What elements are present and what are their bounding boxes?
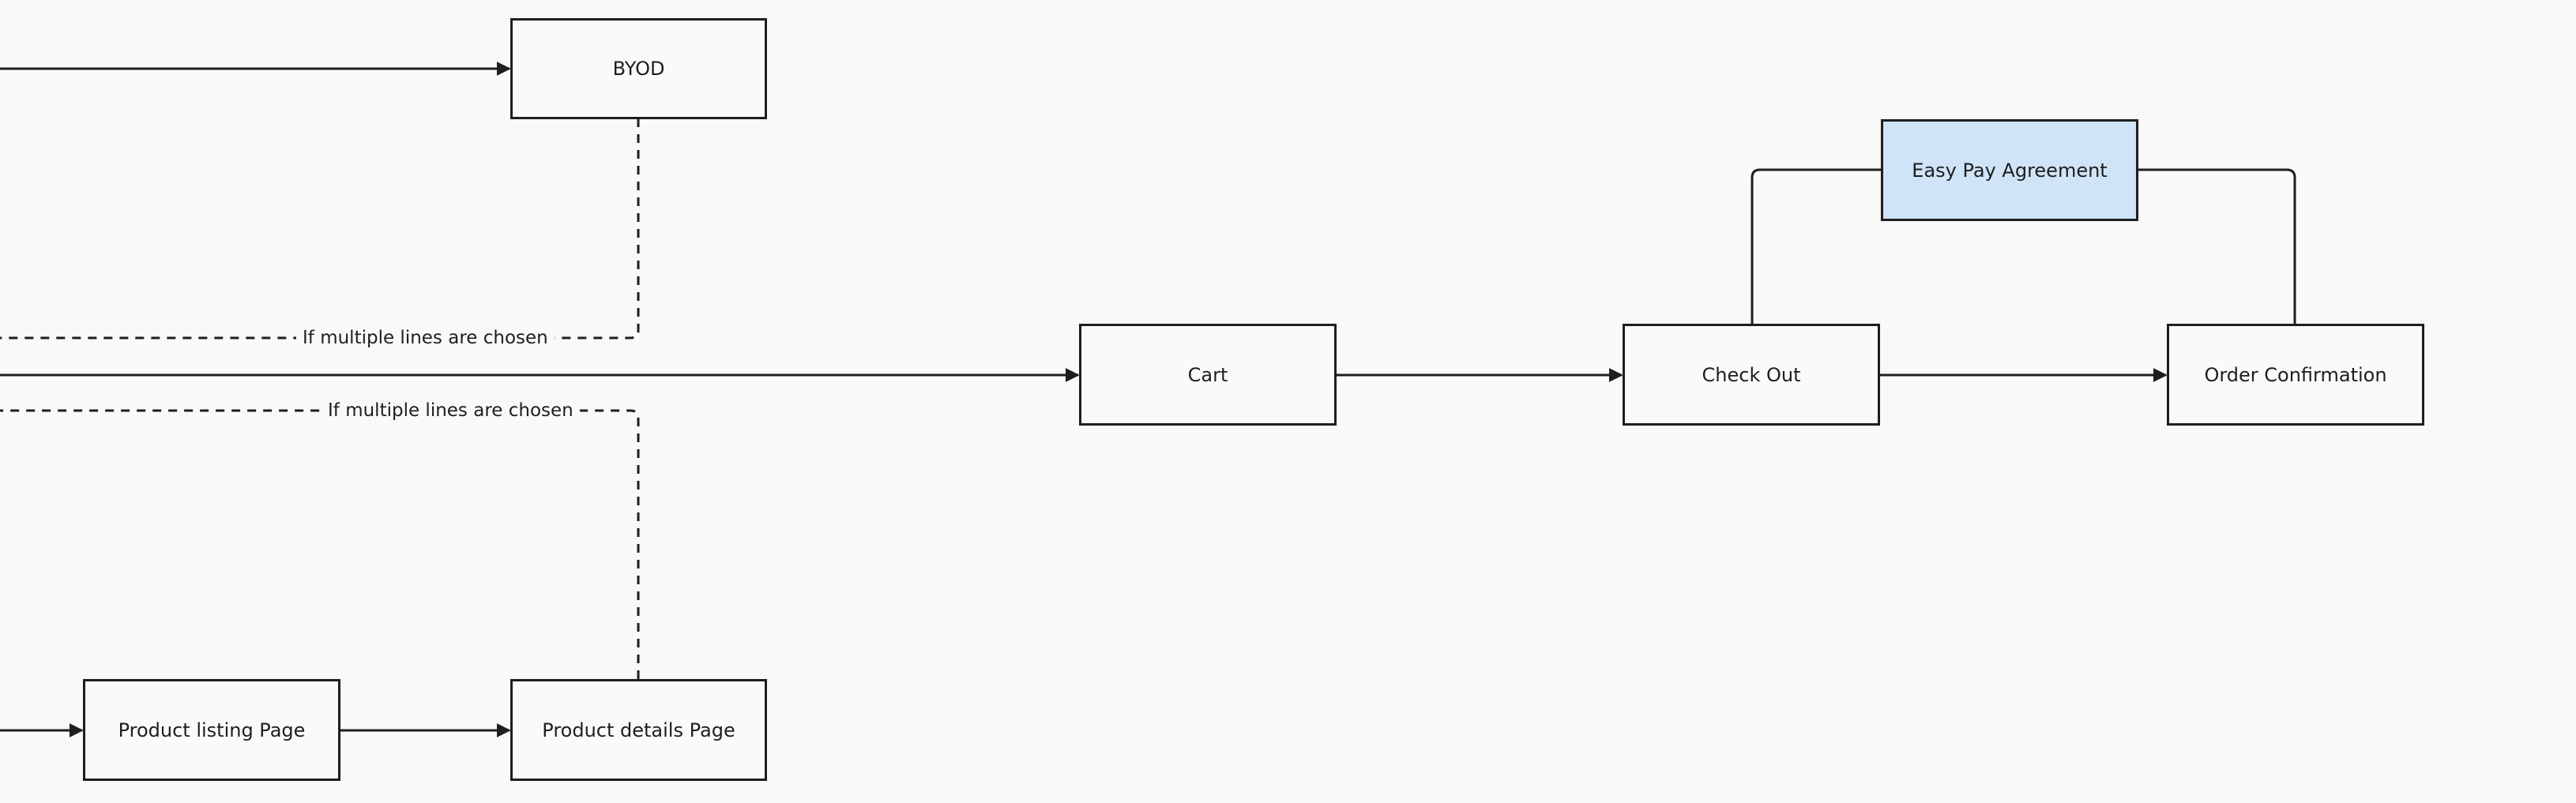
node-order-confirmation-label: Order Confirmation xyxy=(2204,363,2387,386)
node-order-confirmation[interactable]: Order Confirmation xyxy=(2167,324,2424,426)
edge-easy-pay-to-order-confirmation[interactable] xyxy=(2138,168,2296,324)
node-easy-pay-agreement[interactable]: Easy Pay Agreement xyxy=(1881,119,2138,221)
edge-byod-multiple-lines[interactable] xyxy=(0,118,640,340)
node-cart[interactable]: Cart xyxy=(1079,324,1337,426)
node-product-details-page[interactable]: Product details Page xyxy=(510,679,767,781)
node-product-details-page-label: Product details Page xyxy=(542,719,735,741)
node-easy-pay-agreement-label: Easy Pay Agreement xyxy=(1912,159,2108,182)
edge-label-upper-multiple-lines: If multiple lines are chosen xyxy=(296,327,555,349)
node-check-out-label: Check Out xyxy=(1702,363,1801,386)
node-byod[interactable]: BYOD xyxy=(510,18,767,119)
node-byod-label: BYOD xyxy=(612,58,665,80)
edge-label-lower-multiple-lines: If multiple lines are chosen xyxy=(322,400,580,422)
node-check-out[interactable]: Check Out xyxy=(1623,324,1880,426)
node-product-listing-page[interactable]: Product listing Page xyxy=(83,679,340,781)
node-product-listing-page-label: Product listing Page xyxy=(118,719,306,741)
edge-product-details-multiple-lines[interactable] xyxy=(0,409,640,679)
edge-checkout-to-easy-pay[interactable] xyxy=(1751,168,1882,324)
node-cart-label: Cart xyxy=(1187,363,1228,386)
